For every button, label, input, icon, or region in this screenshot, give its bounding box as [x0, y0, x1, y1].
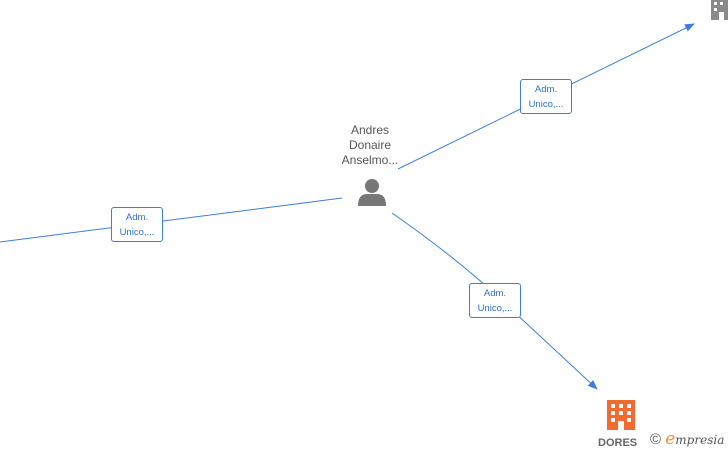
edge-label-role: Adm.	[483, 288, 507, 299]
building-icon[interactable]	[607, 400, 635, 430]
brand-watermark: © empresia	[650, 430, 724, 449]
edge-label-bottom[interactable]: Adm. Unico,...	[469, 283, 521, 318]
person-name-line2: Donaire	[348, 138, 392, 152]
edge-label-role-detail: Unico,...	[119, 227, 155, 238]
person-name-line3: Anselmo...	[341, 153, 399, 167]
edge-label-role-detail: Unico,...	[528, 99, 564, 110]
edge-line-left	[0, 197, 343, 243]
edge-label-left[interactable]: Adm. Unico,...	[111, 207, 163, 242]
edge-label-role-detail: Unico,...	[477, 303, 513, 314]
person-name-line1: Andres	[350, 123, 390, 137]
person-name-label: Andres Donaire Anselmo...	[330, 123, 410, 168]
person-icon[interactable]	[358, 179, 386, 206]
company-name-bottom[interactable]: DORES	[598, 437, 638, 449]
edge-line-bottom	[391, 212, 598, 390]
brand-logo-e: e	[665, 429, 676, 449]
brand-logo-text: mpresia	[675, 433, 725, 447]
edge-label-role: Adm.	[534, 84, 558, 95]
copyright-symbol: ©	[650, 431, 662, 448]
edge-label-role: Adm.	[125, 212, 149, 223]
building-icon-top-right[interactable]	[711, 0, 728, 20]
edge-label-top-right[interactable]: Adm. Unico,...	[520, 79, 572, 114]
